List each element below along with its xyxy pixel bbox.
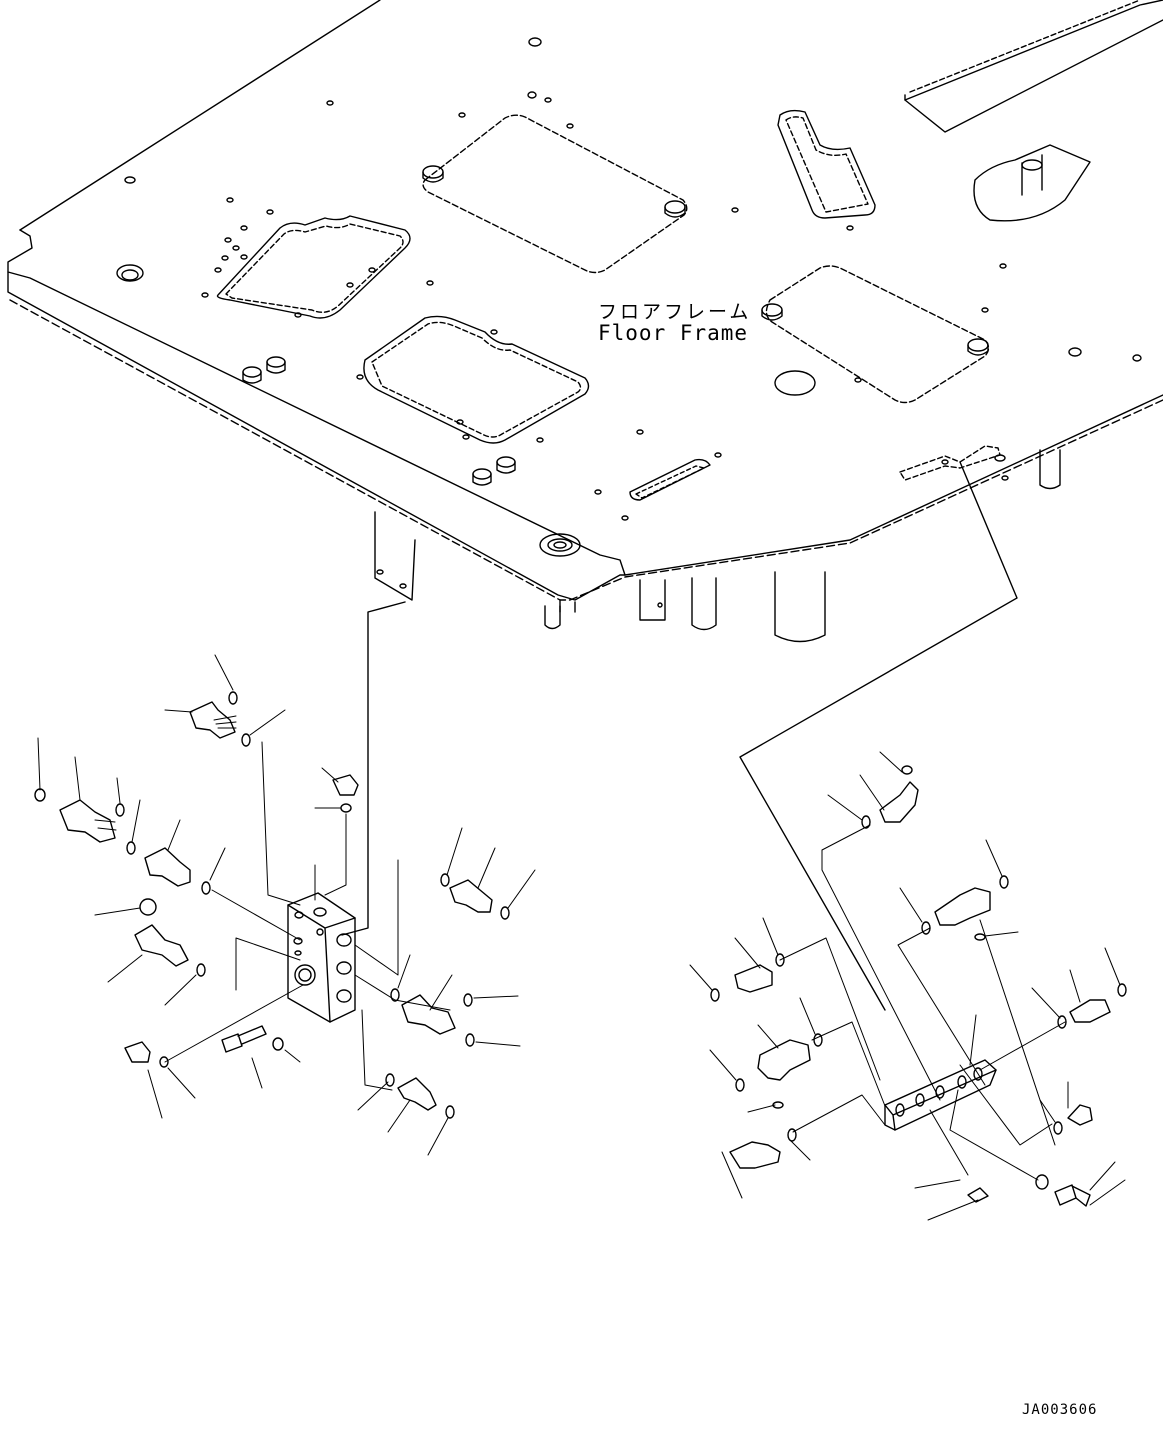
right-fittings bbox=[710, 765, 1127, 1207]
left-fittings bbox=[34, 691, 510, 1119]
frame-posts bbox=[374, 449, 1061, 643]
leader-frame-to-left-block bbox=[341, 601, 406, 936]
right-leaders bbox=[689, 751, 1126, 1221]
floor-frame-label-jp: フロアフレーム bbox=[598, 301, 752, 323]
leader-frame-to-right-block bbox=[739, 461, 1018, 1011]
floor-frame-plate bbox=[7, 0, 1163, 613]
access-cover-right bbox=[761, 265, 990, 404]
left-valve-block bbox=[287, 892, 356, 1023]
left-leaders bbox=[37, 654, 536, 1156]
frame-slot-mid bbox=[629, 445, 1001, 501]
frame-bolts bbox=[242, 356, 581, 557]
access-cover-top bbox=[422, 114, 688, 274]
frame-slots-right bbox=[777, 0, 1163, 222]
frame-holes bbox=[116, 37, 1142, 521]
frame-cutout-left bbox=[216, 215, 411, 319]
drawing-code: JA003606 bbox=[1022, 1402, 1098, 1418]
right-manifold bbox=[884, 1059, 997, 1131]
floor-frame-label-en: Floor Frame bbox=[598, 321, 749, 345]
frame-cutout-center bbox=[363, 315, 590, 444]
